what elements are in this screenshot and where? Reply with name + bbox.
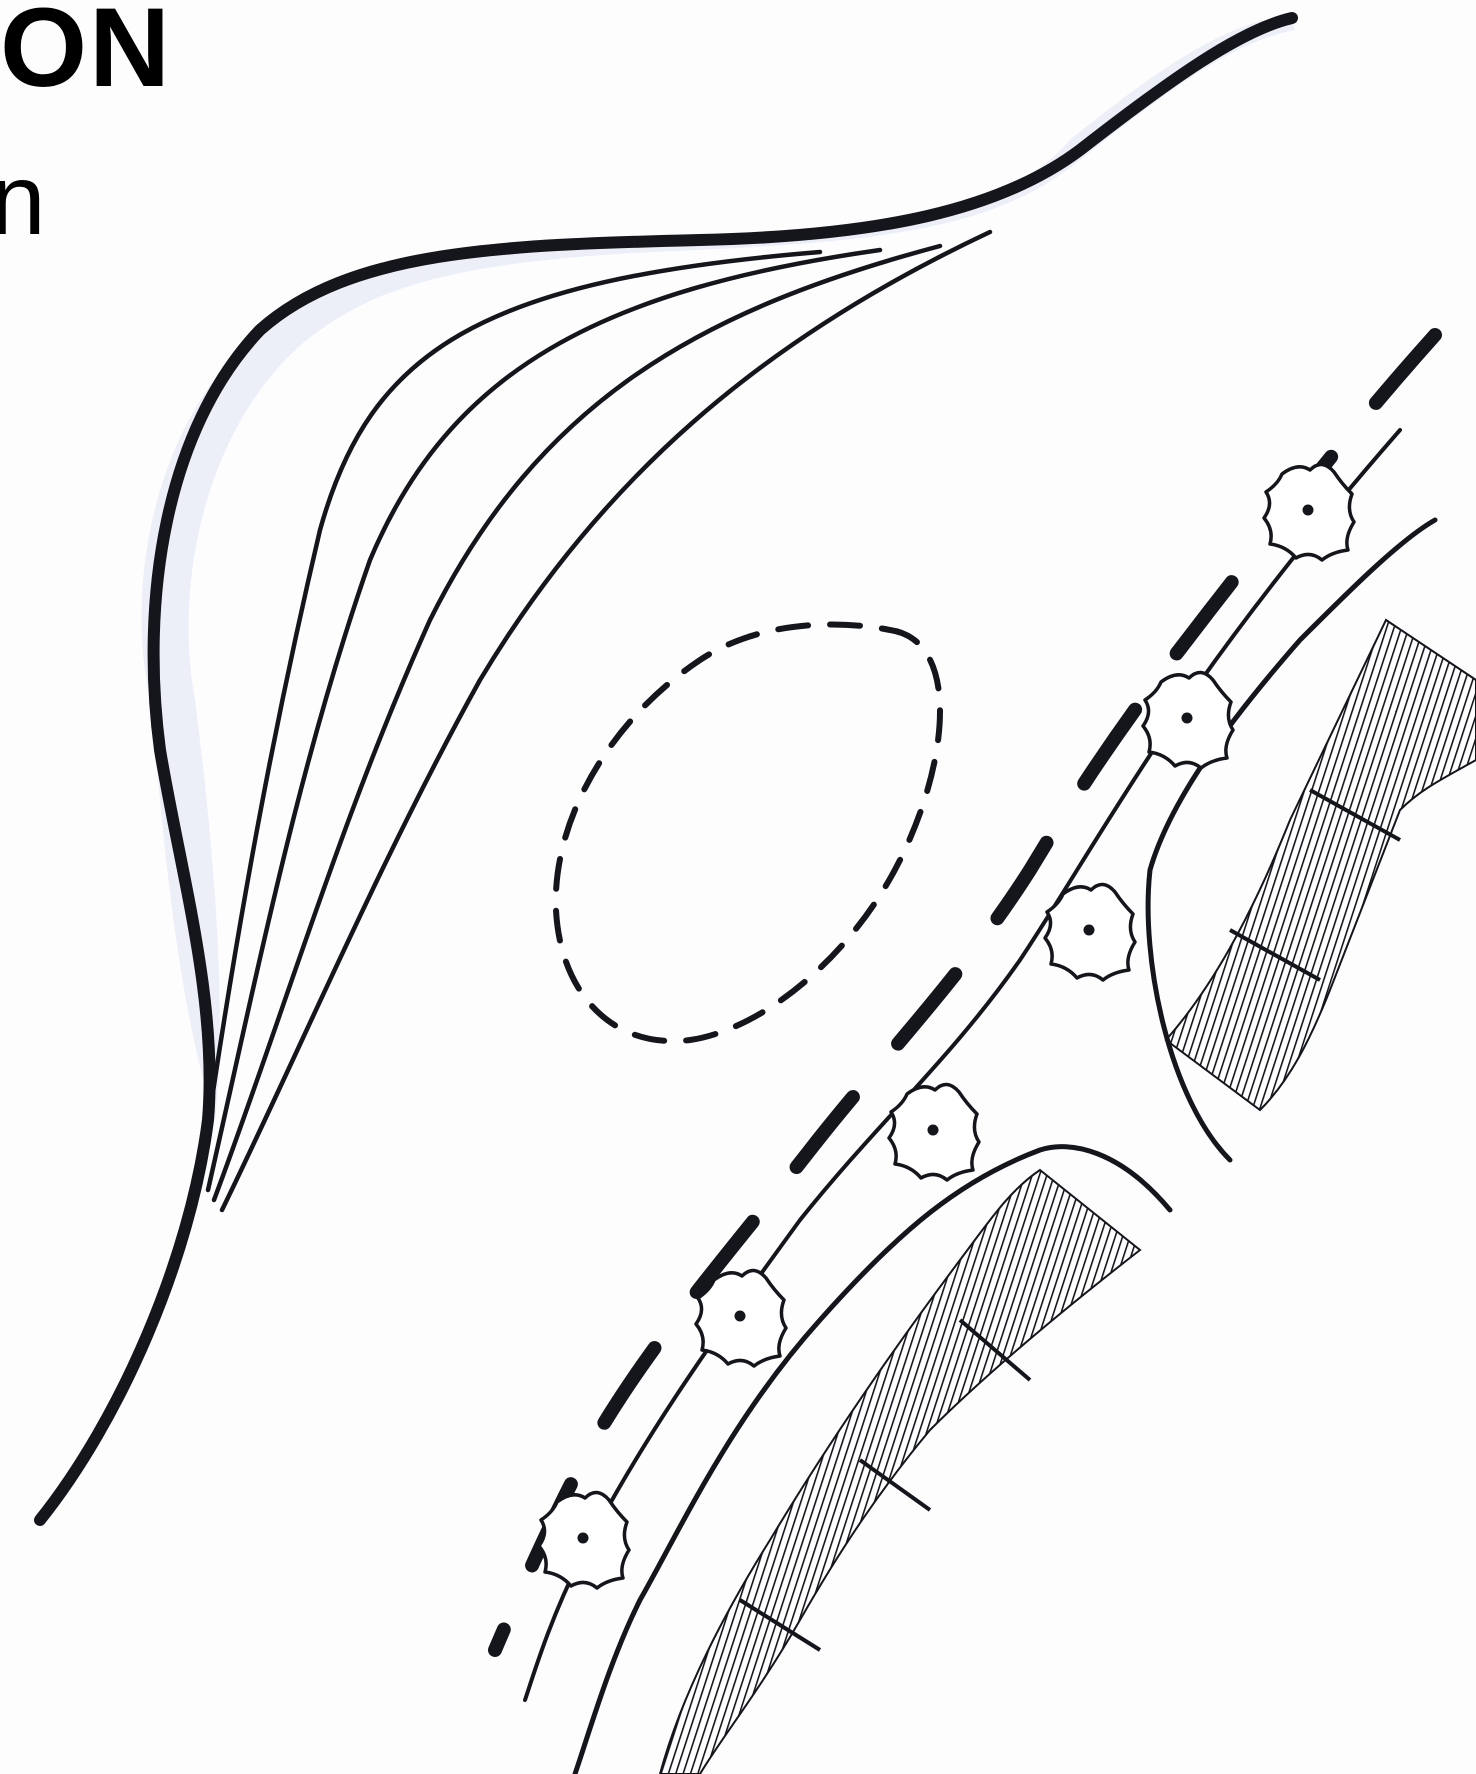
cell-4 [889, 1084, 979, 1180]
dashed-oval [556, 624, 940, 1041]
cell-1 [1264, 464, 1354, 560]
cell-6 [539, 1492, 629, 1588]
cell-5 [696, 1270, 786, 1366]
cell-2 [1143, 672, 1233, 768]
hatched-tissue [660, 620, 1476, 1774]
vessel-walls [525, 430, 1435, 1774]
cell-3 [1045, 884, 1135, 980]
fiber-bundle [40, 16, 1295, 1520]
